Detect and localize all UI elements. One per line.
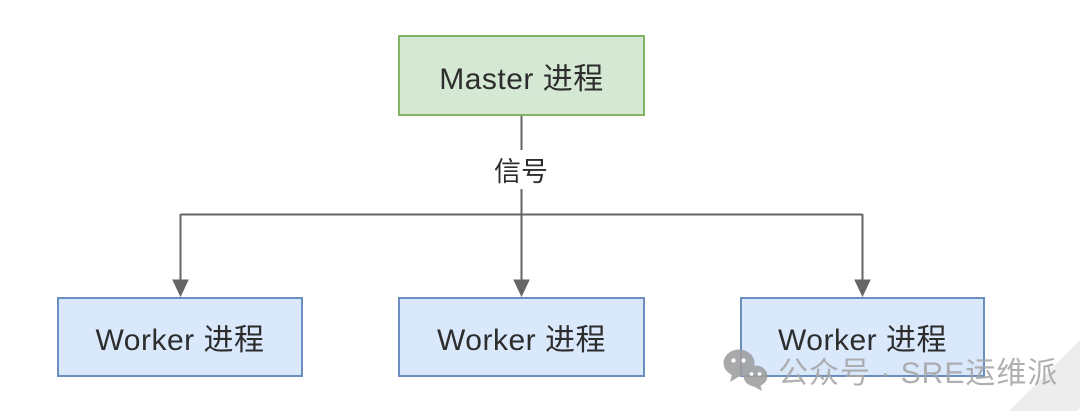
node-master-label: Master 进程 (439, 62, 604, 96)
edge-label-signal: 信号 (486, 150, 556, 189)
arrowhead-worker-1 (172, 279, 189, 298)
node-worker-1-label: Worker 进程 (95, 324, 265, 357)
arrowhead-worker-3 (854, 279, 871, 298)
node-worker-process-1: Worker 进程 (57, 297, 303, 377)
node-master-process: Master 进程 (398, 35, 645, 116)
node-worker-2-label: Worker 进程 (437, 324, 606, 357)
watermark-text: 公众号 · SRE运维派 (778, 357, 1059, 390)
wechat-icon (723, 349, 768, 391)
node-worker-process-3: Worker 进程 (740, 297, 985, 377)
node-worker-process-2: Worker 进程 (398, 297, 645, 377)
node-worker-3-label: Worker 进程 (778, 324, 947, 357)
watermark: 公众号 · SRE运维派 (722, 348, 1058, 392)
arrowhead-worker-2 (513, 279, 530, 298)
